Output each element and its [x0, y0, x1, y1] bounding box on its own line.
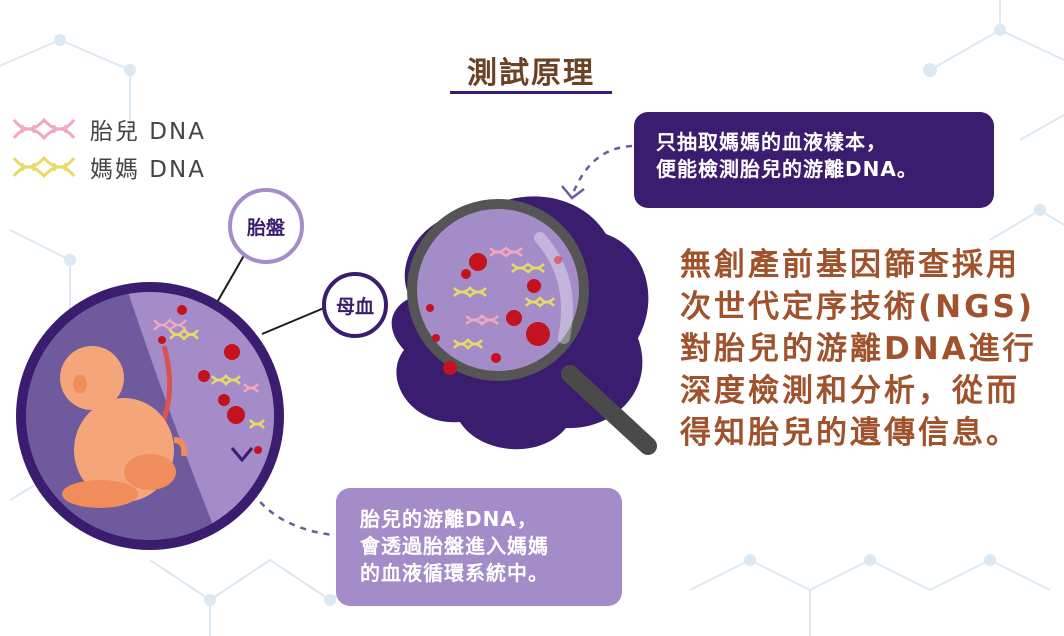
- title-underline: [450, 91, 612, 94]
- sample-note-line: 便能檢測胎兒的游離DNA。: [656, 157, 918, 181]
- top-dashed-arrow: [570, 144, 633, 197]
- maternal-dna-mark: [453, 286, 487, 298]
- page-title: 測試原理: [467, 56, 595, 91]
- maternal-dna-mark: [511, 262, 545, 274]
- maternal-blood-label: 母血: [335, 295, 374, 318]
- arrowhead-icon: [561, 185, 585, 200]
- arrowhead-icon: [230, 447, 254, 463]
- blood-pointer-line: [261, 307, 325, 335]
- circulation-note-line: 胎兒的游離DNA，: [360, 507, 538, 531]
- maternal-dna-mark: [525, 296, 555, 308]
- blood-cells: [426, 253, 562, 375]
- maternal-dna-mark: [211, 374, 241, 386]
- legend-item-fetal-dna: 胎兒 DNA: [12, 112, 206, 146]
- maternal-dna-mark: [169, 327, 199, 342]
- dna-strand-icon: [12, 155, 76, 179]
- legend-item-maternal-dna: 媽媽 DNA: [12, 150, 206, 184]
- maternal-dna-mark: [453, 338, 483, 350]
- description-line: 對胎兒的游離DNA進行: [680, 331, 1037, 367]
- blood-sample-blob: [391, 196, 657, 455]
- fetal-dna-mark: [243, 383, 259, 393]
- description-line: 得知胎兒的遺傳信息。: [680, 415, 1020, 451]
- ngs-description: 無創產前基因篩查採用 次世代定序技術(NGS) 對胎兒的游離DNA進行 深度檢測…: [680, 244, 1060, 454]
- fetal-dna-mark: [489, 246, 523, 258]
- maternal-dna-mark: [249, 419, 265, 429]
- circulation-note-line: 的血液循環系統中。: [360, 561, 549, 585]
- magnifier-handle: [561, 365, 657, 455]
- placenta-label-bubble: 胎盤: [228, 188, 304, 264]
- dna-strand-icon: [12, 117, 76, 141]
- fetus-illustration: [60, 346, 188, 508]
- legend-label-fetal-dna: 胎兒 DNA: [90, 119, 206, 145]
- circulation-note-line: 會透過胎盤進入媽媽: [360, 534, 549, 558]
- magnifier-lens: [407, 199, 589, 381]
- placenta-label: 胎盤: [246, 216, 285, 239]
- sample-note: 只抽取媽媽的血液樣本， 便能檢測胎兒的游離DNA。: [634, 112, 994, 208]
- womb-circle: [16, 282, 284, 550]
- description-line: 次世代定序技術(NGS): [680, 289, 1036, 325]
- description-line: 無創產前基因篩查採用: [680, 247, 1020, 283]
- legend-label-maternal-dna: 媽媽 DNA: [90, 157, 206, 183]
- fetal-dna-mark: [465, 314, 499, 326]
- circulation-note: 胎兒的游離DNA， 會透過胎盤進入媽媽 的血液循環系統中。: [336, 488, 622, 606]
- description-line: 深度檢測和分析，從而: [680, 373, 1020, 409]
- sample-note-line: 只抽取媽媽的血液樣本，: [656, 130, 887, 154]
- maternal-blood-label-bubble: 母血: [322, 272, 388, 338]
